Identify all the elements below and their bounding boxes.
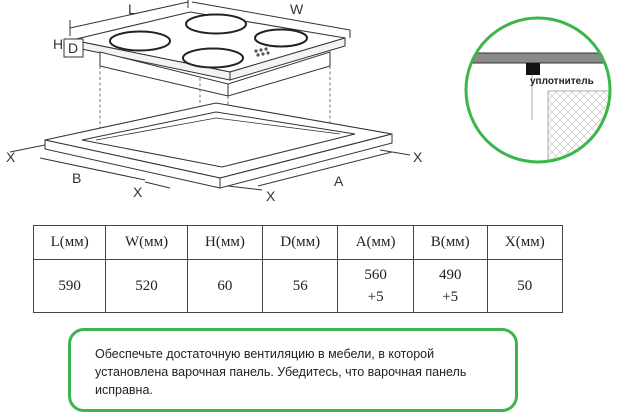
table-header-row: L(мм) W(мм) H(мм) D(мм) A(мм) B(мм) X(мм… bbox=[32, 225, 564, 260]
svg-text:X: X bbox=[6, 149, 16, 165]
cell-value: 56 bbox=[292, 278, 308, 294]
cell-value: 60 bbox=[217, 278, 233, 294]
dimension-x-bottom: X bbox=[133, 181, 171, 200]
hob bbox=[71, 11, 346, 97]
burner-icon bbox=[185, 13, 247, 35]
svg-text:L: L bbox=[128, 1, 136, 17]
ventilation-note-box bbox=[68, 328, 518, 412]
svg-text:A: A bbox=[334, 173, 344, 189]
table-header-cell: L(мм) bbox=[32, 225, 107, 260]
dimension-l: L bbox=[69, 0, 189, 36]
svg-text:D: D bbox=[68, 40, 78, 56]
dimension-x-left: X bbox=[6, 144, 46, 165]
table-header-cell: X(мм) bbox=[486, 225, 564, 260]
burner-icon bbox=[182, 47, 244, 69]
table-header-cell: B(мм) bbox=[412, 225, 488, 260]
svg-text:уплотнитель: уплотнитель bbox=[530, 76, 594, 87]
cell-value: 50 bbox=[517, 278, 533, 294]
ventilation-note-text: Обеспечьте достаточную вентиляцию в мебе… bbox=[95, 347, 467, 397]
table-row: 590 520 60 56 560+5 490+5 50 bbox=[32, 259, 564, 313]
cell-tolerance: +5 bbox=[367, 289, 384, 305]
dimension-h-d: H D bbox=[53, 36, 84, 58]
table-cell: 60 bbox=[186, 259, 264, 313]
burner-icon bbox=[109, 30, 171, 52]
dimension-x-right: X bbox=[379, 149, 423, 165]
table-cell: 560+5 bbox=[337, 259, 414, 313]
seal-detail: уплотнитель bbox=[464, 16, 612, 164]
table-cell: 590 bbox=[32, 259, 107, 313]
dimensions-table: L(мм) W(мм) H(мм) D(мм) A(мм) B(мм) X(мм… bbox=[32, 225, 564, 313]
svg-text:X: X bbox=[266, 188, 276, 204]
table-header-cell: D(мм) bbox=[262, 225, 339, 260]
table-header-cell: H(мм) bbox=[186, 225, 264, 260]
svg-text:X: X bbox=[133, 184, 143, 200]
installation-diagram: L W H D X B X X bbox=[6, 0, 612, 204]
cell-tolerance: +5 bbox=[442, 289, 459, 305]
table-header-cell: W(мм) bbox=[105, 225, 188, 260]
countertop-cutout bbox=[44, 102, 393, 189]
table-cell: 520 bbox=[105, 259, 188, 313]
table-cell: 56 bbox=[262, 259, 339, 313]
dimension-a: A bbox=[257, 151, 393, 189]
cell-value: 490 bbox=[438, 267, 462, 283]
table-cell: 490+5 bbox=[412, 259, 488, 313]
dimension-b: B bbox=[39, 157, 146, 186]
table-cell: 50 bbox=[486, 259, 564, 313]
dimension-x-bottom-right: X bbox=[227, 185, 276, 204]
dimension-w: W bbox=[191, 1, 351, 38]
cell-value: 560 bbox=[364, 267, 387, 283]
cell-value: 590 bbox=[58, 278, 81, 294]
svg-text:B: B bbox=[72, 170, 81, 186]
table-header-cell: A(мм) bbox=[337, 225, 414, 260]
svg-text:H: H bbox=[53, 36, 63, 52]
burner-icon bbox=[254, 28, 308, 48]
svg-text:W: W bbox=[290, 1, 304, 17]
cell-value: 520 bbox=[135, 278, 158, 294]
svg-text:X: X bbox=[413, 149, 423, 165]
control-panel-icon bbox=[254, 47, 270, 57]
